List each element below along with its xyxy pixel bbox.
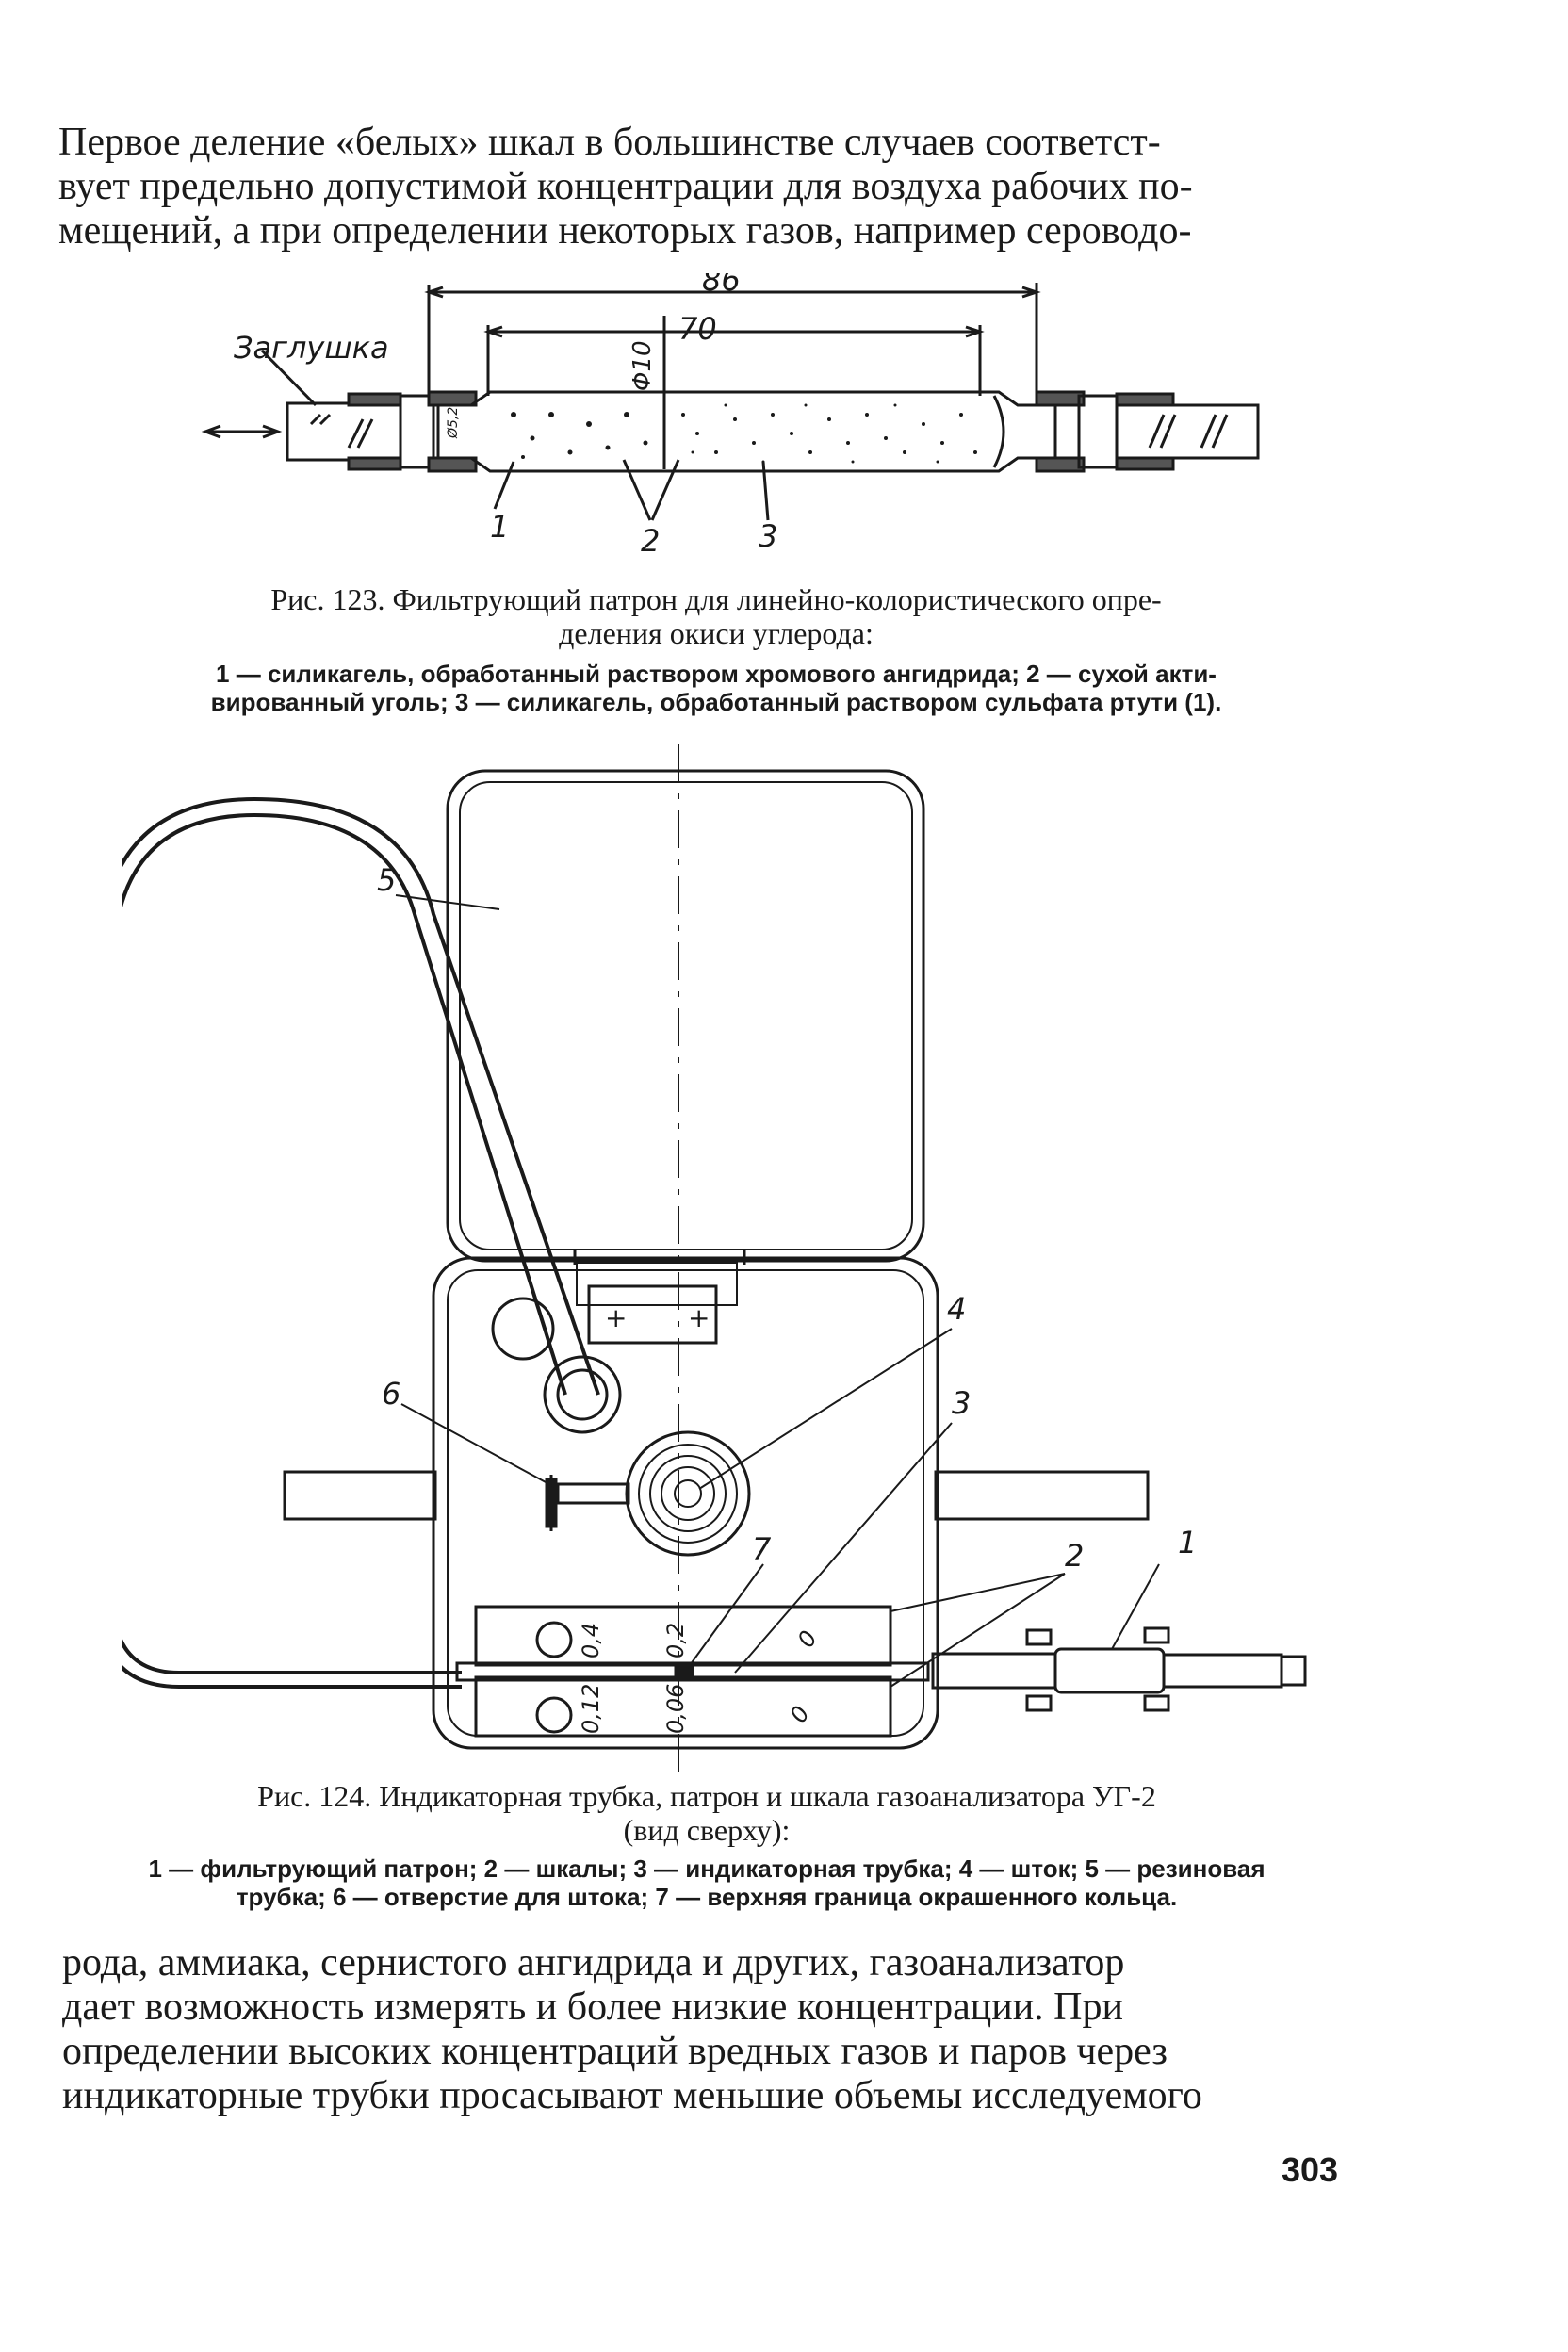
figure-124-legend: 1 — фильтрующий патрон; 2 — шкалы; 3 — и… (85, 1854, 1329, 1911)
scale-top-0-2: 0,2 (662, 1623, 689, 1658)
svg-text:+: + (605, 1302, 627, 1333)
text-line: дает возможность измерять и более низкие… (62, 1985, 1123, 2029)
marker-7: 7 (752, 1531, 772, 1567)
caption-line: (вид сверху): (623, 1813, 791, 1847)
scale-top-0-4: 0,4 (578, 1623, 604, 1658)
leader-4 (698, 1328, 953, 1490)
marker-3: 3 (952, 1385, 971, 1421)
figure-123-legend: 1 — силикагель, обработанный раствором х… (132, 660, 1300, 716)
hose-fitting (543, 1355, 622, 1434)
plug-leader (260, 349, 318, 407)
figure-124-drawing: + + (122, 744, 1310, 1772)
marker-2: 2 (1065, 1538, 1084, 1574)
leader-1 (1111, 1563, 1160, 1650)
text-line: рода, аммиака, сернистого ангидрида и др… (62, 1941, 1125, 1984)
dim-label-diameter: Φ10 (629, 340, 657, 391)
legend-line: вированный уголь; 3 — силикагель, обрабо… (210, 688, 1222, 716)
right-rail (934, 1470, 1150, 1521)
marker-3: 3 (759, 518, 777, 554)
figure-124-caption-title: Рис. 124. Индикаторная трубка, патрон и … (104, 1779, 1310, 1847)
legend-line: 1 — фильтрующий патрон; 2 — шкалы; 3 — и… (148, 1854, 1266, 1883)
battery-window (587, 1284, 718, 1345)
scale-bottom-zero: 0 (785, 1702, 815, 1727)
scale-bottom-0-12: 0,12 (578, 1684, 604, 1734)
plug-left (286, 401, 402, 462)
leader-6 (400, 1403, 559, 1490)
dial (625, 1430, 751, 1557)
rubber-hose (122, 812, 567, 1674)
marker-5: 5 (377, 862, 396, 898)
marker-2: 2 (641, 523, 660, 559)
filter-cartridge-diagram: 86 70 Φ10 Заглушка Ø5,2 1 2 3 (201, 273, 1260, 559)
caption-line: деления окиси углерода: (559, 616, 874, 650)
dim-label-70: 70 (678, 311, 717, 347)
filter-cartridge (1054, 1647, 1166, 1694)
text-line: вует предельно допустимой концентрации д… (58, 165, 1193, 208)
figure-123-drawing: 86 70 Φ10 Заглушка Ø5,2 1 2 3 (188, 273, 1272, 575)
marker-4: 4 (947, 1291, 966, 1327)
plug-label: Заглушка (234, 330, 389, 366)
round-button (491, 1297, 555, 1361)
text-line: мещений, а при определении некоторых газ… (58, 209, 1192, 253)
caption-line: Рис. 123. Фильтрующий патрон для линейно… (270, 582, 1162, 616)
leader-7 (687, 1563, 764, 1669)
granular-packing (511, 403, 977, 464)
scale-bottom-0-06: 0,06 (662, 1684, 689, 1734)
page-number: 303 (1282, 2150, 1339, 2189)
top-paragraph: Первое деление «белых» шкал в большинств… (58, 121, 1396, 253)
caption-line: Рис. 124. Индикаторная трубка, патрон и … (257, 1779, 1156, 1813)
scale-top-zero: 0 (792, 1626, 823, 1652)
text-line: Первое деление «белых» шкал в большинств… (58, 121, 1161, 164)
marker-1: 1 (1178, 1525, 1197, 1560)
marker-6: 6 (382, 1376, 400, 1412)
leader-2a (890, 1573, 1066, 1612)
text-line: определении высоких концентраций вредных… (62, 2030, 1168, 2073)
leader-2b (890, 1573, 1066, 1688)
bottom-paragraph: рода, аммиака, сернистого ангидрида и др… (62, 1941, 1363, 2118)
gas-analyzer-diagram: + + (122, 744, 1307, 1772)
figure-123-caption-title: Рис. 123. Фильтрующий патрон для линейно… (141, 582, 1291, 650)
analyzer-body (432, 1256, 939, 1750)
legend-line: 1 — силикагель, обработанный раствором х… (216, 660, 1217, 688)
svg-text:+: + (688, 1302, 710, 1333)
legend-line: трубка; 6 — отверстие для штока; 7 — вер… (236, 1883, 1178, 1911)
small-dim-label: Ø5,2 (446, 407, 461, 439)
dim-label-86: 86 (702, 273, 741, 298)
text-line: индикаторные трубки просасывают меньшие … (62, 2074, 1202, 2117)
left-rail (283, 1470, 437, 1521)
cartridge-tube (432, 390, 1057, 473)
leader-3 (734, 1422, 953, 1674)
marker-1: 1 (490, 509, 509, 545)
analyzer-lid (446, 769, 925, 1263)
